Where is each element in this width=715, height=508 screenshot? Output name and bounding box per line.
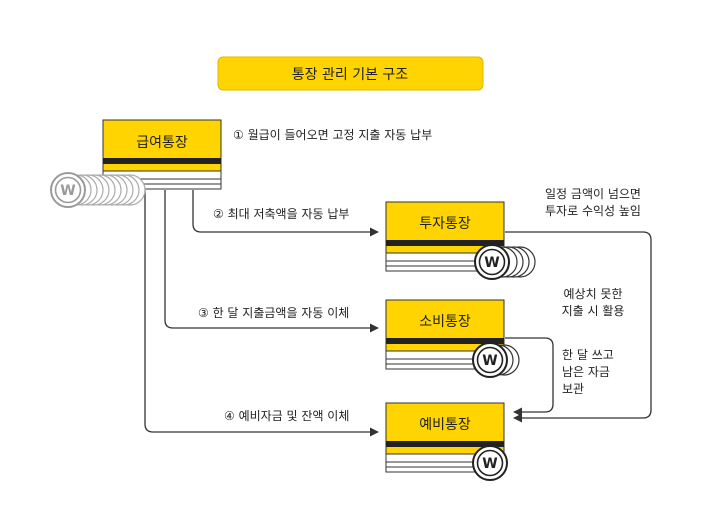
flow-arrow-spend: [164, 190, 379, 333]
invest-note: 일정 금액이 넘으면 투자로 수익성 높임: [545, 187, 641, 218]
flow-label-4: ④ 예비자금 및 잔액 이체: [224, 409, 349, 423]
salary-account-label: 급여통장: [136, 135, 188, 151]
flow-arrow-reserve: [144, 190, 379, 437]
leftover-note-line-1: 한 달 쓰고: [562, 348, 614, 362]
spend-account: 소비통장: [385, 299, 505, 370]
won-coin-icon: W: [482, 353, 497, 369]
won-coin-icon: W: [484, 255, 499, 271]
salary-account: 급여통장: [102, 119, 222, 190]
invest-note-line-2: 투자로 수익성 높임: [545, 204, 641, 218]
leftover-note: 한 달 쓰고 남은 자금 보관: [562, 348, 614, 396]
salary-coin-stack: W: [50, 172, 146, 208]
won-coin-icon: W: [60, 183, 75, 199]
spend-note: 예상치 못한 지출 시 활용: [562, 287, 625, 318]
flow-arrow-invest: [192, 190, 379, 237]
flow-connectors: [144, 190, 652, 437]
page-title: 통장 관리 기본 구조: [292, 67, 409, 83]
reserve-account-label: 예비통장: [419, 417, 471, 433]
spend-to-reserve-line: [505, 337, 554, 417]
invest-to-reserve-line: [505, 231, 652, 423]
spend-account-label: 소비통장: [419, 314, 471, 330]
leftover-note-line-2: 남은 자금: [562, 365, 610, 379]
title-banner: 통장 관리 기본 구조: [217, 56, 484, 91]
flow-label-1: ① 월급이 들어오면 고정 지출 자동 납부: [233, 128, 432, 142]
invest-account: 투자통장: [385, 201, 505, 272]
spend-note-line-1: 예상치 못한: [563, 287, 622, 301]
won-coin-icon: W: [482, 456, 497, 472]
invest-coin-stack: W: [474, 244, 536, 280]
spend-note-line-2: 지출 시 활용: [562, 304, 625, 318]
flow-label-2: ② 최대 저축액을 자동 납부: [213, 207, 349, 221]
flow-label-3: ③ 한 달 지출금액을 자동 이체: [198, 306, 349, 320]
leftover-note-line-3: 보관: [562, 382, 584, 396]
spend-coin-stack: W: [472, 342, 520, 378]
reserve-account: 예비통장: [385, 402, 505, 473]
invest-account-label: 투자통장: [419, 216, 471, 232]
reserve-coin-stack: W: [472, 445, 508, 481]
invest-note-line-1: 일정 금액이 넘으면: [545, 187, 641, 201]
